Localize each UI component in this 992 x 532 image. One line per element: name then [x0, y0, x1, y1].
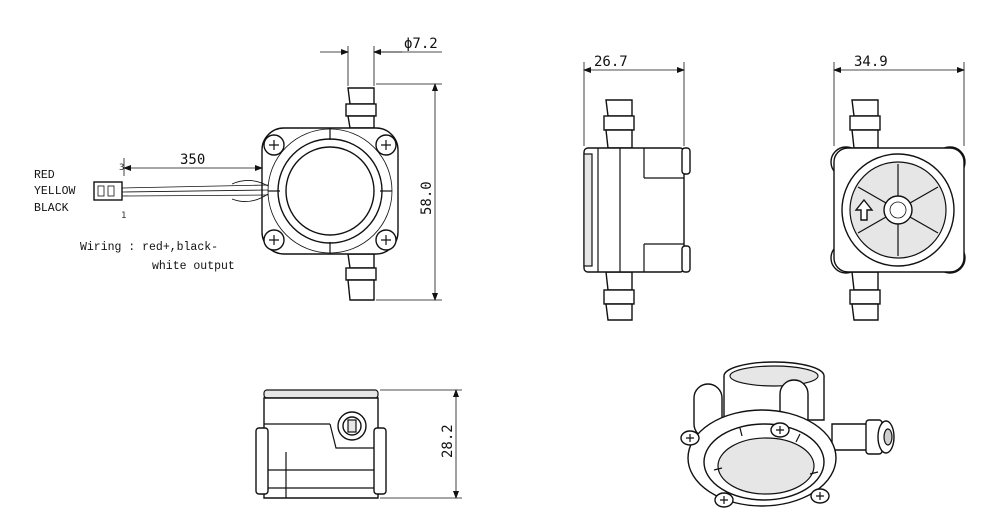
screw-icon: [375, 229, 397, 251]
iso-window: [717, 437, 815, 495]
front-window: [285, 146, 375, 236]
dim-bottom-height: 28.2: [380, 389, 462, 499]
wiring-note-line1: Wiring : red+,black-: [80, 241, 218, 254]
wire-label-yellow: YELLOW: [34, 185, 76, 198]
flow-arrow-icon: [854, 198, 874, 221]
dim-side-width-label: 26.7: [594, 54, 628, 70]
screw-icon: [770, 422, 790, 438]
wiring-note-line2: white output: [152, 260, 235, 273]
connector: [93, 181, 123, 201]
cable: [121, 180, 269, 202]
dim-bottom-height-label: 28.2: [440, 424, 456, 458]
screw-icon: [810, 488, 830, 504]
bottom-view: 28.2: [255, 389, 462, 499]
front-view: 3 1 RED YELLOW BLACK Wiring : red+,black…: [34, 36, 442, 301]
side-view: 26.7: [583, 54, 691, 321]
dim-height-label: 58.0: [419, 181, 435, 215]
dim-back-width: 34.9: [833, 54, 965, 146]
dim-inlet-diameter-label: ϕ7.2: [404, 36, 438, 52]
dim-back-width-label: 34.9: [854, 54, 888, 70]
screw-icon: [375, 134, 397, 156]
wire-label-red: RED: [34, 169, 55, 182]
top-nozzle: [345, 87, 377, 129]
screw-icon: [714, 492, 734, 508]
iso-nozzle: [831, 419, 895, 455]
dim-inlet-diameter: ϕ7.2: [320, 36, 442, 86]
dim-side-width: 26.7: [583, 54, 685, 146]
dim-cable-length-label: 350: [180, 152, 205, 168]
screw-icon: [680, 430, 700, 446]
screw-icon: [263, 229, 285, 251]
pin-label-3: 3: [119, 163, 124, 173]
pin-label-1: 1: [121, 211, 126, 221]
isometric-view: [680, 361, 895, 508]
back-view: 34.9: [830, 54, 966, 321]
dim-height: 58.0: [376, 83, 442, 301]
bottom-nozzle: [345, 253, 377, 301]
wire-label-black: BLACK: [34, 202, 69, 215]
dim-cable-length: 350: [123, 152, 263, 180]
side-housing: [583, 147, 685, 273]
outlet-port-icon: [337, 411, 367, 441]
screw-icon: [263, 134, 285, 156]
